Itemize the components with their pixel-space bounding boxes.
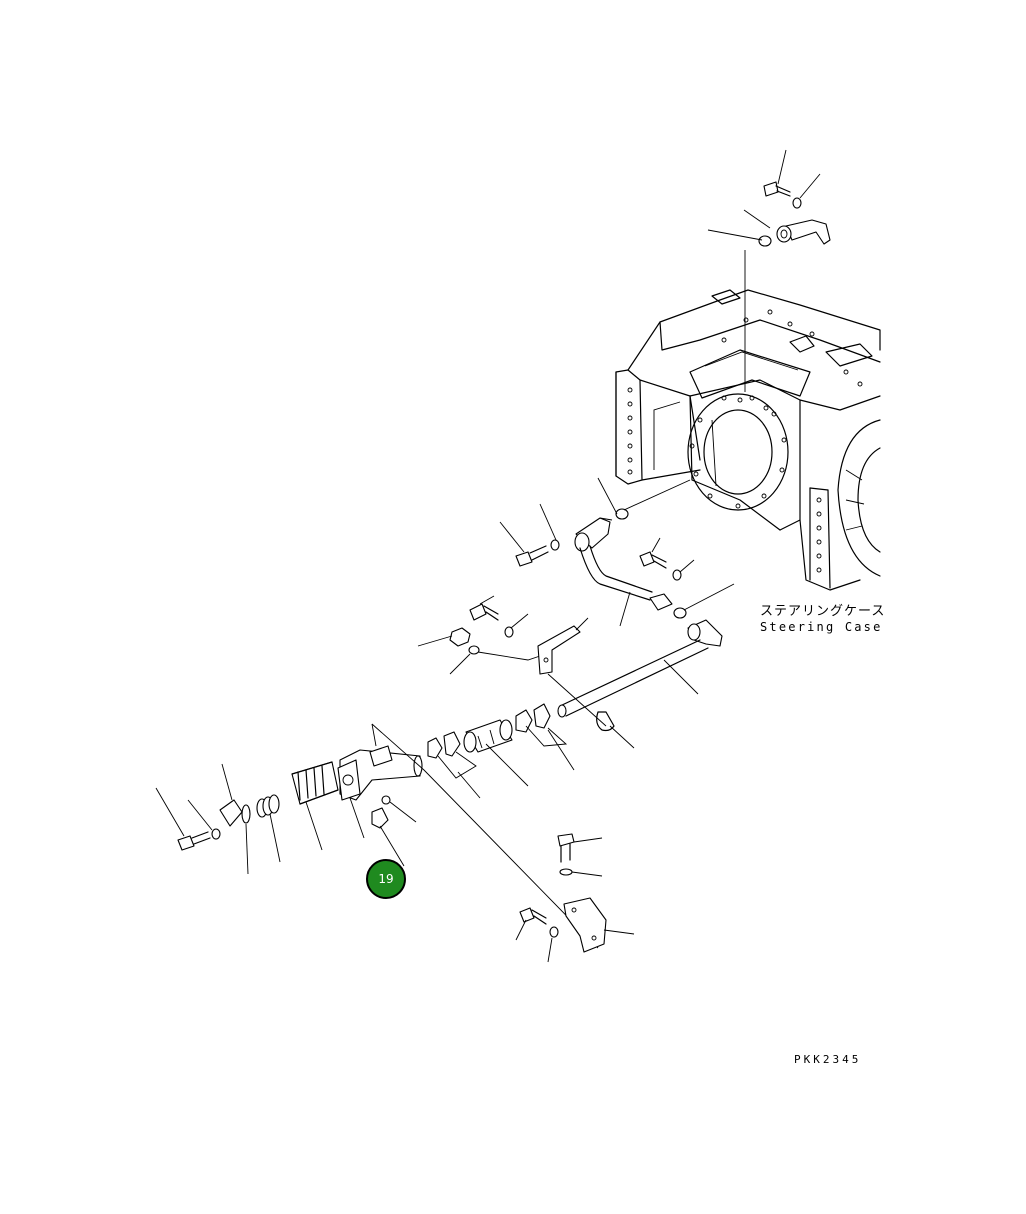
- lower-hose-assembly: [155, 703, 599, 949]
- part-callout-number: 19: [378, 872, 394, 886]
- steering-case-label-japanese: ステアリングケース: [760, 604, 886, 619]
- part-callout-button[interactable]: 19: [366, 859, 406, 899]
- bore-bolt-circle: [689, 395, 787, 509]
- right-flange-holes: [816, 497, 822, 573]
- bottom-bracket-assembly: [515, 833, 635, 963]
- left-flange-holes: [627, 387, 633, 475]
- drawing-reference-code: PKK2345: [794, 1053, 862, 1066]
- bracket-assembly: [417, 595, 635, 749]
- steering-case-label-english: Steering Case: [760, 620, 883, 634]
- steering-case-housing: [615, 289, 881, 591]
- middle-pipe-assembly: [499, 477, 735, 718]
- top-plate-holes: [721, 309, 863, 411]
- upper-elbow-assembly: [707, 149, 831, 392]
